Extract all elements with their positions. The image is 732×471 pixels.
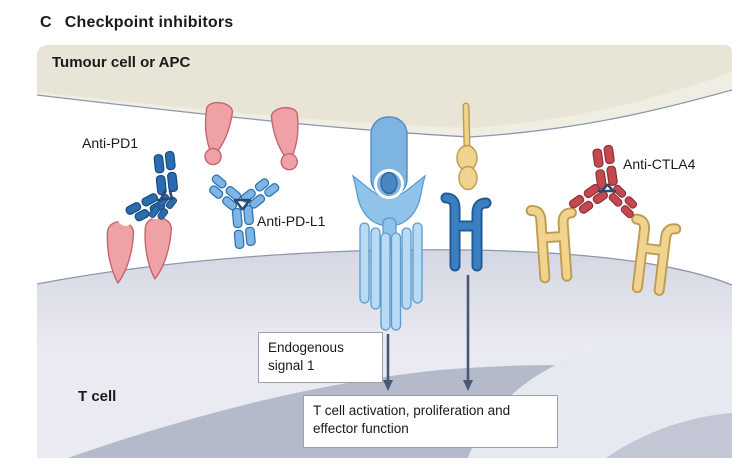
anti-pd-l1-antibody (203, 173, 281, 250)
costimulation-arrow (463, 275, 473, 391)
anti-pd-l1-group (198, 100, 304, 250)
pd-l1-molecule (269, 105, 304, 172)
activation-outcome-box: T cell activation, proliferation and eff… (303, 395, 558, 448)
peptide (380, 171, 398, 195)
tcr-mhc-complex (351, 116, 427, 331)
cd3-signalling-chains (359, 222, 423, 331)
anti-ctla4-group (531, 144, 677, 292)
signal1-arrow (383, 334, 393, 391)
anti-pd1-group (104, 150, 179, 285)
peptide-gap (374, 169, 404, 199)
panel-title: C Checkpoint inhibitors (40, 14, 233, 32)
anti-pd-l1-label: Anti-PD-L1 (257, 213, 326, 229)
binding-notch (116, 212, 132, 226)
panel-label: C (40, 14, 52, 31)
costimulation-group (446, 102, 486, 266)
cytoplasm-inner-shade (606, 413, 732, 458)
anti-ctla4-label: Anti-CTLA4 (623, 156, 696, 172)
anti-pd1-label: Anti-PD1 (82, 135, 139, 151)
endogenous-signal-box: Endogenous signal 1 (258, 332, 383, 383)
figure-title: Checkpoint inhibitors (64, 14, 234, 31)
tumour-cell-label: Tumour cell or APC (52, 54, 191, 71)
anti-pd1-antibody (124, 150, 179, 225)
cd80-cd86-ligand (456, 102, 478, 191)
anti-ctla4-antibody (567, 144, 642, 220)
tumour-cell-membrane-line (36, 89, 732, 138)
t-cell-label: T cell (78, 388, 117, 405)
